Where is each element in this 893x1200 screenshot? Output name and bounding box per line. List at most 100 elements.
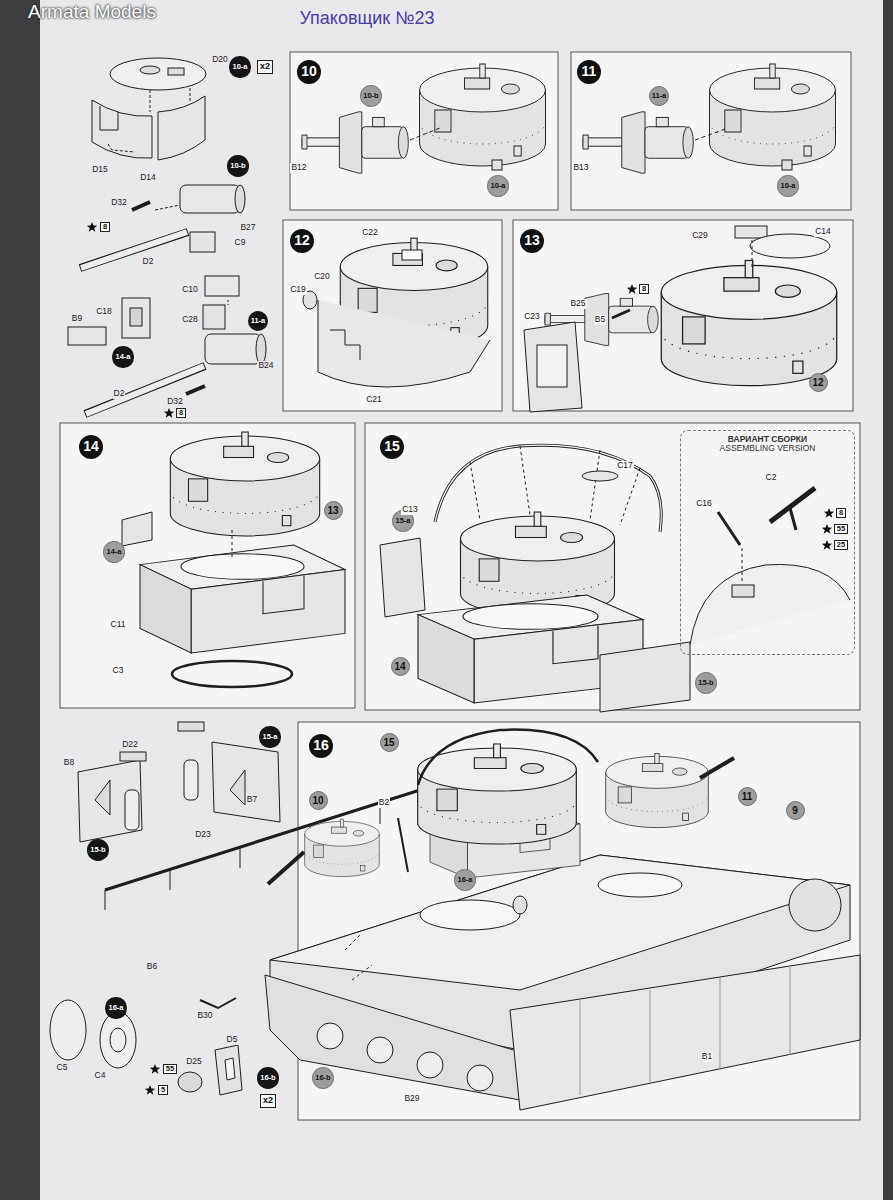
subassembly-callout: 14-a <box>112 346 133 367</box>
reference-callout: 12 <box>809 373 828 392</box>
node-text: 15-a <box>395 517 410 525</box>
reference-callout: 11 <box>738 787 757 806</box>
illustration-line <box>718 512 740 545</box>
stamp-text: Упаковщик №23 <box>298 9 435 29</box>
illustration-ellipse <box>178 1072 202 1092</box>
node-text: 9 <box>792 805 798 816</box>
illustration-path <box>150 88 190 112</box>
part-label: B25 <box>569 299 586 308</box>
paint-number: 8 <box>176 408 186 418</box>
illustration-polygon <box>380 538 425 617</box>
illustration-polygon <box>78 760 142 842</box>
illustration-path <box>158 96 205 160</box>
step-number: 10 <box>297 60 321 84</box>
illustration-line <box>752 240 753 270</box>
illustration-path <box>200 998 236 1008</box>
illustration-path <box>318 300 490 387</box>
node-text: 10-b <box>230 162 245 170</box>
illustration-path <box>105 804 380 910</box>
illustration-line <box>86 366 204 414</box>
paint-number: 8 <box>836 508 846 518</box>
illustration-ellipse <box>100 1012 136 1068</box>
illustration-rect <box>571 52 851 210</box>
illustration-path <box>95 780 110 815</box>
node-text: 15 <box>383 737 394 748</box>
illustration-line <box>155 205 180 210</box>
illustration-rect <box>203 305 225 329</box>
part-label: B5 <box>594 315 606 324</box>
illustration-line <box>410 128 440 140</box>
paint-number: 55 <box>834 524 848 534</box>
part-label: D2 <box>113 389 126 398</box>
part-label: B7 <box>246 795 258 804</box>
illustration-rect <box>402 250 422 260</box>
node-text: 16-a <box>457 876 472 884</box>
variant-art <box>690 488 850 645</box>
illustration-use <box>822 540 832 550</box>
part-label: C3 <box>112 666 125 675</box>
part-label: C5 <box>56 1063 69 1072</box>
illustration-use <box>606 753 709 827</box>
illustration-use <box>302 112 408 173</box>
subassembly-callout: 10-b <box>227 155 248 176</box>
part-label: D32 <box>110 198 128 207</box>
part-label: C18 <box>95 307 113 316</box>
part-label: C22 <box>361 228 379 237</box>
part-label: D2 <box>142 257 155 266</box>
illustration-polygon <box>524 322 582 412</box>
illustration-use <box>140 545 345 653</box>
illustration-use <box>87 222 97 232</box>
part-label: C10 <box>181 285 199 294</box>
illustration-rect <box>178 722 204 731</box>
illustration-rect <box>168 68 184 75</box>
reference-callout: 15-b <box>695 672 716 693</box>
part-label: B2 <box>378 798 390 807</box>
part-label: C2 <box>765 473 778 482</box>
part-label: D15 <box>91 165 109 174</box>
node-text: ВАРИАНТ СБОРКИ <box>728 435 807 444</box>
node-text: 16-a <box>108 1004 123 1012</box>
part-label: B1 <box>701 1052 713 1061</box>
illustration-line <box>105 790 420 890</box>
node-text: 10-a <box>232 63 247 71</box>
reference-callout: 14 <box>391 657 410 676</box>
part-label: C21 <box>365 395 383 404</box>
node-text: 13 <box>327 505 338 516</box>
illustration-path <box>230 770 245 805</box>
illustration-ellipse <box>513 896 527 914</box>
step-16-art <box>265 730 860 1110</box>
illustration-use <box>661 260 836 385</box>
reference-callout: 16-a <box>454 869 475 890</box>
illustration-path <box>215 1045 242 1095</box>
illustration-ellipse <box>172 661 292 687</box>
illustration-line <box>85 366 205 414</box>
step-11-art <box>583 64 836 173</box>
illustration-path <box>345 935 372 980</box>
part-label: B6 <box>146 962 158 971</box>
reference-callout: 10-a <box>777 175 798 196</box>
subassembly-callout: 16-b <box>257 1067 278 1088</box>
reference-callout: 10-a <box>487 175 508 196</box>
illustration-path <box>418 730 598 785</box>
illustration-path <box>470 446 640 525</box>
reference-callout: 14-a <box>103 541 124 562</box>
part-label: B30 <box>196 1011 213 1020</box>
part-label: B27 <box>239 223 256 232</box>
node-text: ASSEMBLING VERSION <box>720 444 816 453</box>
subassembly-callout: 16-a <box>105 997 126 1018</box>
node-text: 11 <box>742 791 753 802</box>
illustration-rect <box>205 276 239 296</box>
part-label: C4 <box>94 1071 107 1080</box>
illustration-path <box>580 966 790 1095</box>
step-number: 16 <box>309 734 333 758</box>
illustration-rect <box>735 226 767 238</box>
illustration-use <box>418 744 577 844</box>
step-panels <box>60 52 860 1120</box>
illustration-rect <box>130 308 142 326</box>
node-text: x2 <box>260 62 270 72</box>
illustration-line <box>790 508 796 530</box>
node-text: 10-a <box>780 182 795 190</box>
illustration-path <box>100 106 118 130</box>
illustration-rect <box>122 298 150 338</box>
